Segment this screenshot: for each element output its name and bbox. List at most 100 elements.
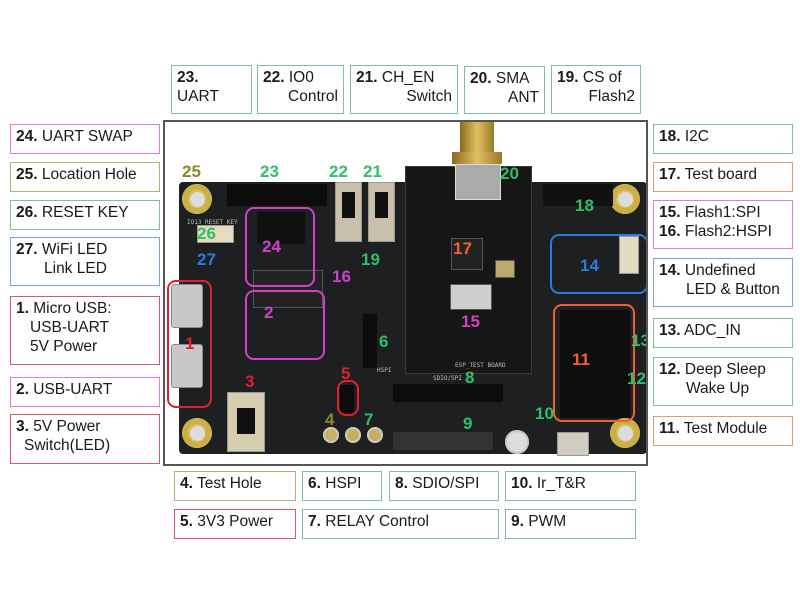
marker-6: 6: [379, 332, 389, 351]
callout-text: Switch(LED): [24, 437, 111, 454]
board-photo: ESP_TEST BOARD SDIO/SPI HSPI IO13 RESET …: [163, 120, 648, 466]
highlight-usb-uart: [245, 290, 325, 360]
silk-reset: IO13 RESET KEY: [187, 219, 238, 226]
micro-usb-port[interactable]: [171, 344, 203, 388]
callout-text: PWM: [528, 513, 567, 530]
marker-26: 26: [197, 224, 216, 243]
callout-10-ir-tr: 10. Ir_T&R: [505, 471, 636, 501]
callout-text: 5V Power: [33, 418, 101, 435]
callout-14-undefined-led-button: 14. Undefined LED & Button: [653, 258, 793, 307]
callout-text: RELAY Control: [325, 513, 429, 530]
callout-27-wifi-led: 27. WiFi LED Link LED: [10, 237, 160, 286]
callout-number: 5.: [180, 513, 193, 530]
callout-text: USB-UART: [30, 319, 109, 336]
callout-text: Ir_T&R: [536, 475, 586, 492]
callout-text: Undefined: [684, 262, 756, 279]
callout-text: Control: [288, 88, 338, 105]
marker-3: 3: [245, 372, 255, 391]
5v-power-switch[interactable]: [227, 392, 265, 452]
uart-swap-jumpers[interactable]: [257, 212, 305, 244]
micro-usb-port[interactable]: [171, 284, 203, 328]
callout-text: ADC_IN: [684, 322, 741, 339]
highlight-3v3: [337, 380, 359, 416]
callout-number: 24.: [16, 128, 38, 145]
marker-17: 17: [453, 239, 472, 258]
callout-24-uart-swap: 24. UART SWAP: [10, 124, 160, 154]
callout-text: ANT: [508, 89, 539, 106]
3v3-jumper[interactable]: [340, 385, 354, 413]
location-hole: [610, 418, 640, 448]
location-hole: [182, 184, 212, 214]
marker-15: 15: [461, 312, 480, 331]
marker-14: 14: [580, 256, 599, 275]
callout-number: 2.: [16, 381, 29, 398]
sma-base: [455, 164, 501, 200]
callout-9-pwm: 9. PWM: [505, 509, 636, 539]
callout-19-cs-of-flash2: 19. CS of Flash2: [551, 65, 641, 114]
marker-7: 7: [364, 410, 374, 429]
test-hole: [367, 427, 383, 443]
callout-11-test-module: 11. Test Module: [653, 416, 793, 446]
callout-3-5v-power-switch: 3. 5V Power Switch(LED): [10, 414, 160, 464]
callout-2-usb-uart: 2. USB-UART: [10, 377, 160, 407]
uart-header: [227, 184, 327, 206]
callout-20-sma-ant: 20. SMA ANT: [464, 66, 545, 114]
callout-text: HSPI: [325, 475, 362, 492]
callout-number: 1.: [16, 300, 29, 317]
callout-text: Location Hole: [41, 166, 137, 183]
marker-18: 18: [575, 196, 594, 215]
silk-test-board: ESP_TEST BOARD: [455, 362, 506, 369]
callout-text: Flash2: [588, 88, 635, 105]
usb-uart-chip: [253, 270, 323, 308]
callout-number: 20.: [470, 70, 492, 87]
callout-text: USB-UART: [33, 381, 113, 398]
marker-10: 10: [535, 404, 554, 423]
callout-13-adc-in: 13. ADC_IN: [653, 318, 793, 348]
marker-12: 12: [627, 369, 646, 388]
callout-number: 15.: [659, 204, 681, 221]
highlight-test-module: [553, 304, 635, 422]
marker-20: 20: [500, 164, 519, 183]
highlight-undefined-led-button: [550, 234, 646, 294]
marker-22: 22: [329, 162, 348, 181]
marker-25: 25: [182, 162, 201, 181]
callout-text: UART: [177, 88, 219, 105]
callout-7-relay-control: 7. RELAY Control: [302, 509, 499, 539]
callout-text: UART SWAP: [41, 128, 133, 145]
callout-26-reset-key: 26. RESET KEY: [10, 200, 160, 230]
callout-text: I2C: [684, 128, 709, 145]
callout-number: 11.: [659, 420, 680, 437]
marker-21: 21: [363, 162, 382, 181]
callout-21-ch-en-switch: 21. CH_EN Switch: [350, 65, 458, 114]
callout-25-location-hole: 25. Location Hole: [10, 162, 160, 192]
callout-number: 23.: [177, 69, 199, 86]
silk-hspi: HSPI: [377, 367, 392, 374]
callout-text: LED & Button: [686, 281, 780, 298]
ch-en-switch[interactable]: [368, 182, 395, 242]
callout-text: SDIO/SPI: [412, 475, 480, 492]
callout-text: Flash2:HSPI: [684, 223, 772, 240]
reset-key[interactable]: [197, 225, 234, 243]
callout-number: 17.: [659, 166, 681, 183]
callout-number: 26.: [16, 204, 38, 221]
callout-8-sdio-spi: 8. SDIO/SPI: [389, 471, 499, 501]
callout-number: 14.: [659, 262, 681, 279]
callout-number: 21.: [356, 69, 378, 86]
callout-text: Wake Up: [686, 380, 750, 397]
callout-number: 18.: [659, 128, 681, 145]
undefined-button[interactable]: [619, 236, 639, 274]
callout-17-test-board: 17. Test board: [653, 162, 793, 192]
callout-number: 25.: [16, 166, 38, 183]
marker-4: 4: [325, 410, 335, 429]
ir-led: [505, 430, 529, 454]
highlight-micro-usb: [167, 280, 212, 408]
io0-switch[interactable]: [335, 182, 362, 242]
callout-1-micro-usb: 1. Micro USB: USB-UART 5V Power: [10, 296, 160, 365]
callout-12-deep-sleep-wake-up: 12. Deep Sleep Wake Up: [653, 357, 793, 406]
callout-text: Deep Sleep: [684, 361, 766, 378]
callout-number: 16.: [659, 223, 681, 240]
marker-19: 19: [361, 250, 380, 269]
callout-text: Test Module: [683, 420, 768, 437]
ir-receiver: [557, 432, 589, 456]
callout-text: RESET KEY: [41, 204, 129, 221]
